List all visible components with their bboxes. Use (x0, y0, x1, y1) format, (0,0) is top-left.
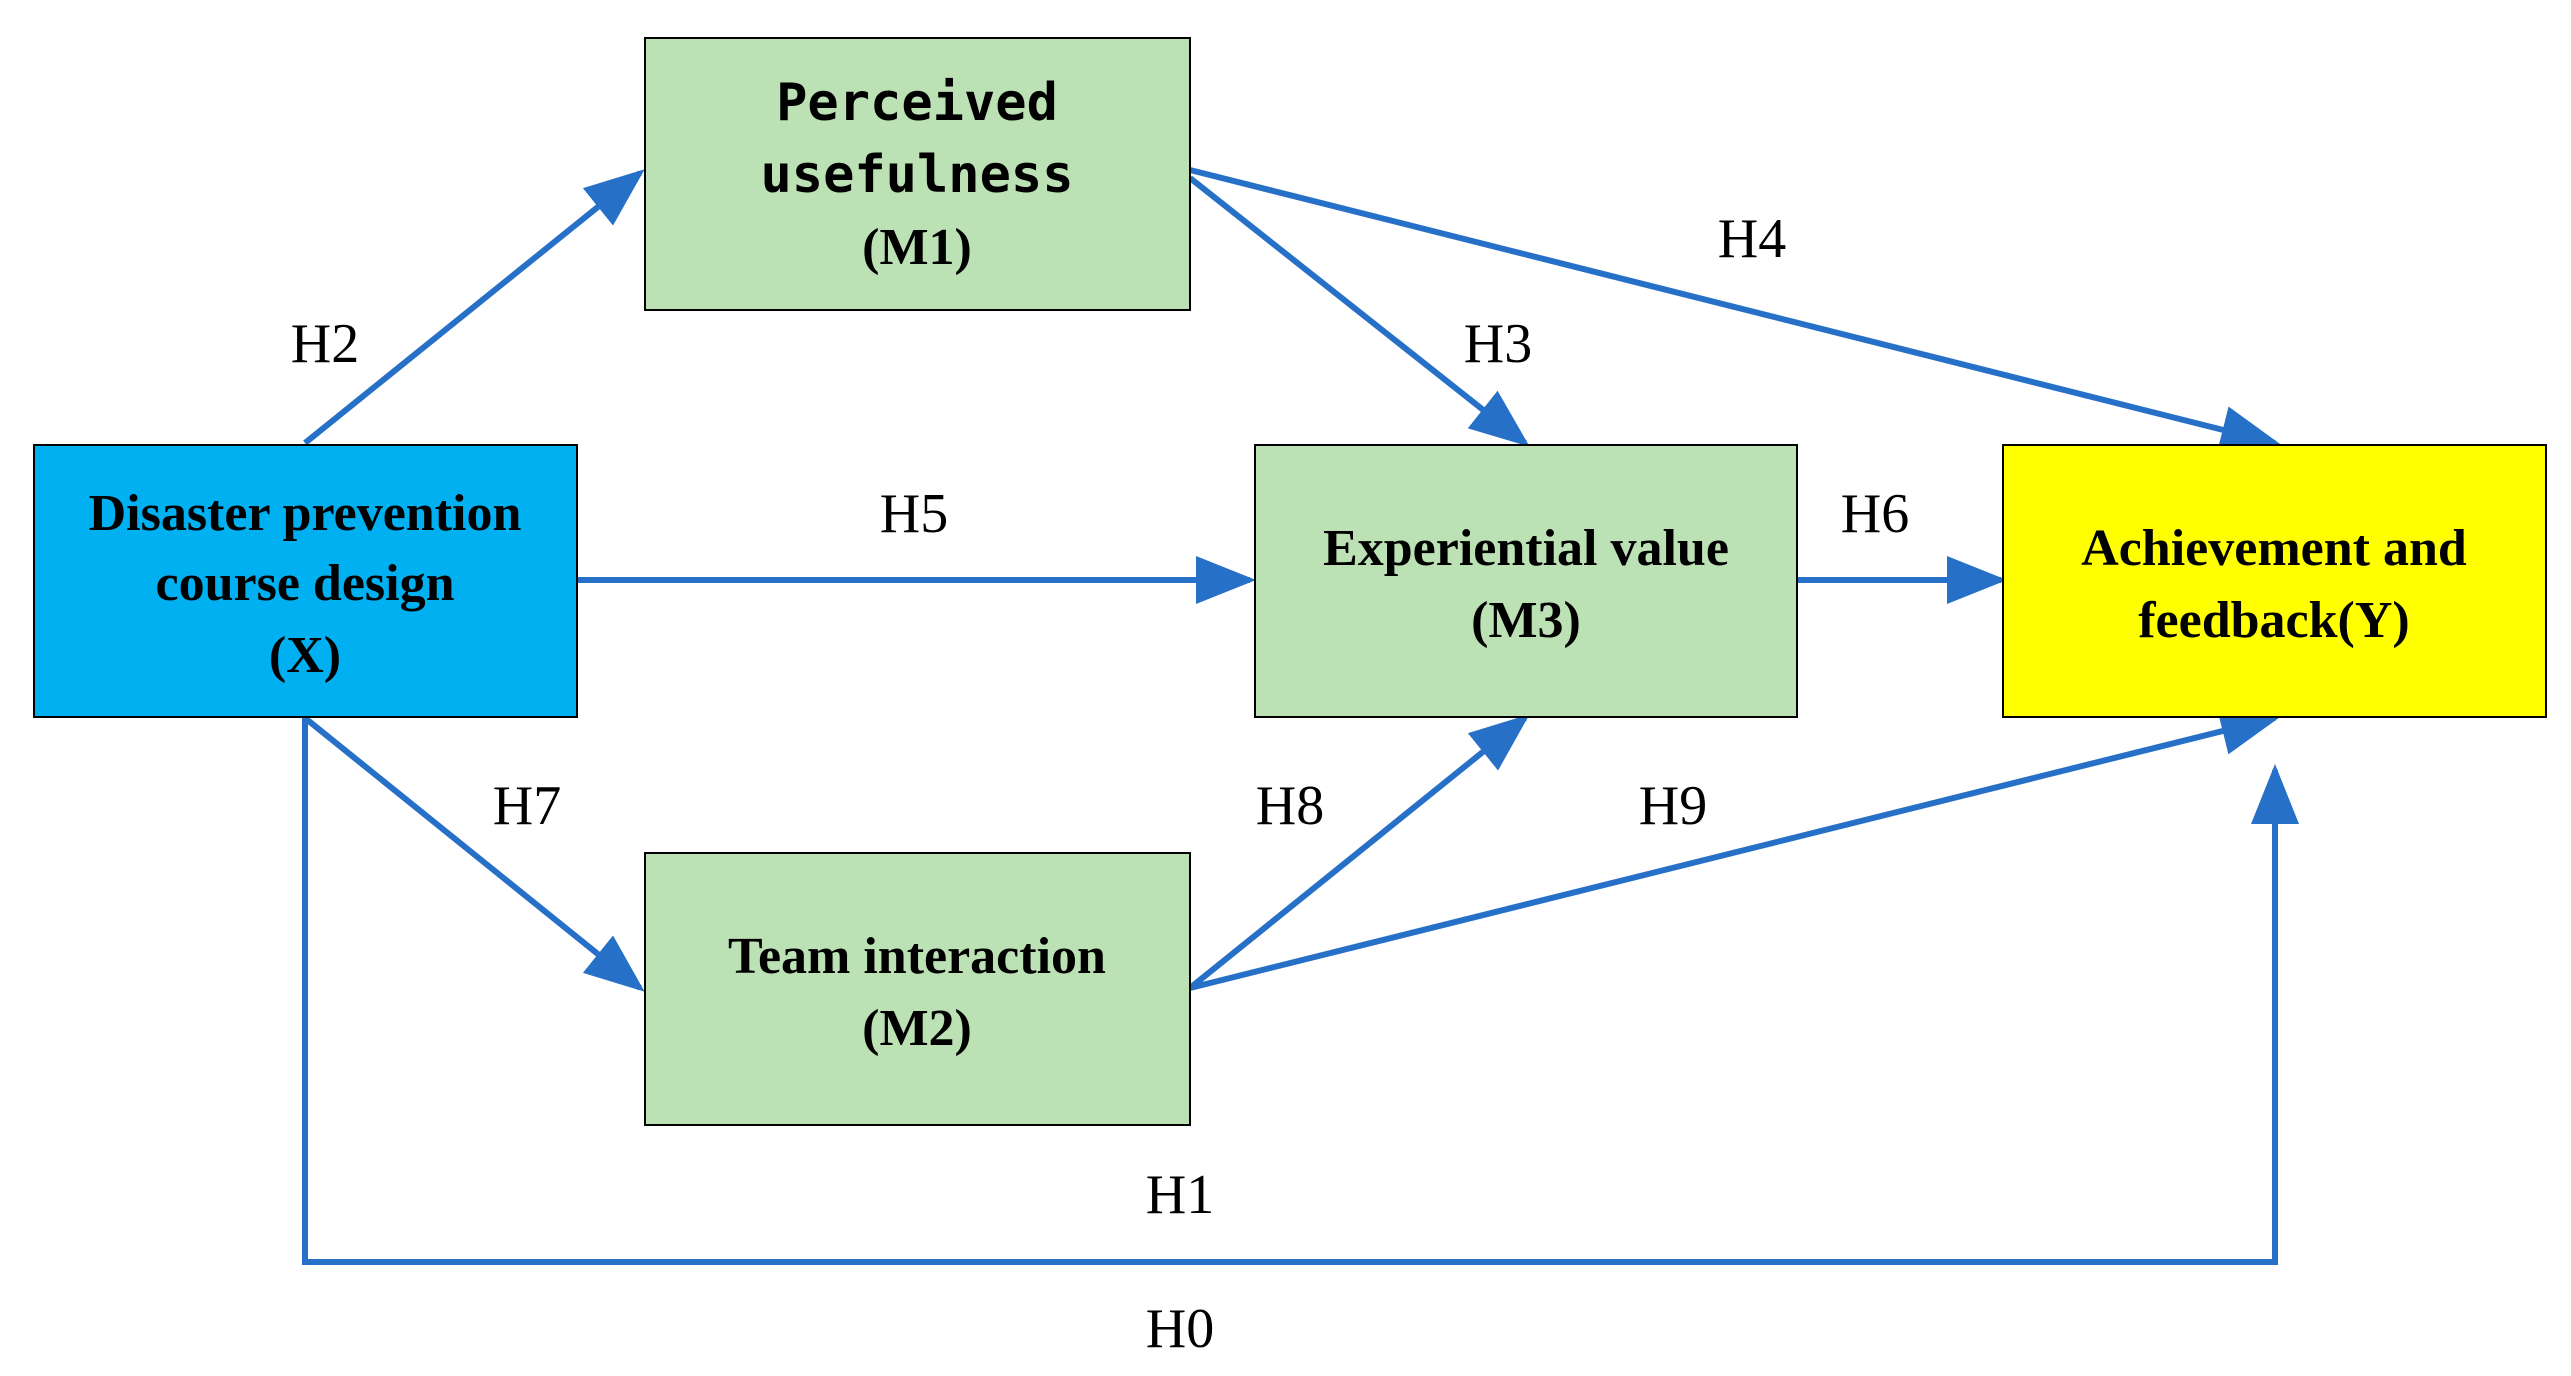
node-perceived-usefulness-line2: usefulness (760, 145, 1073, 205)
node-team-interaction: Team interaction (M2) (644, 852, 1191, 1126)
label-h7: H7 (493, 775, 561, 837)
label-h6: H6 (1841, 483, 1909, 545)
hypothesis-labels: H2 H4 H3 H5 H6 H7 H8 H9 H1 H0 (291, 208, 1909, 1360)
label-h5: H5 (880, 483, 948, 545)
node-y-line1: Achievement and (2081, 520, 2467, 577)
edges (302, 167, 2299, 1265)
node-experiential-value: Experiential value (M3) (1254, 444, 1798, 718)
node-perceived-usefulness: Perceived usefulness (M1) (644, 37, 1191, 311)
node-m3-line1: Experiential value (1323, 520, 1729, 577)
node-x-line2: course design (156, 555, 455, 612)
node-perceived-usefulness-line1: Perceived (776, 73, 1058, 133)
node-achievement-and-feedback: Achievement and feedback(Y) (2002, 444, 2547, 718)
label-h4: H4 (1718, 208, 1786, 270)
edge-h8-m2-to-m3 (1188, 714, 1530, 991)
node-y-line2: feedback(Y) (2138, 592, 2410, 649)
node-m2-line1: Team interaction (728, 928, 1106, 985)
node-m3-label: (M3) (1471, 592, 1581, 649)
node-perceived-usefulness-label: (M1) (862, 219, 972, 276)
label-h0: H0 (1146, 1298, 1214, 1360)
node-x-line1: Disaster prevention (89, 485, 522, 542)
node-m2-label: (M2) (862, 1000, 972, 1057)
label-h2: H2 (291, 313, 359, 375)
label-h3: H3 (1464, 313, 1532, 375)
edge-h4-m1-to-y (1189, 167, 2281, 454)
edge-h2-x-to-m1 (303, 169, 645, 446)
edge-h1-h0-x-to-y (302, 718, 2299, 1265)
label-h8: H8 (1256, 775, 1324, 837)
edge-h7-x-to-m2 (303, 715, 645, 992)
node-x-label: (X) (269, 627, 341, 684)
edge-h9-m2-to-y (1189, 707, 2281, 991)
edge-h3-m1-to-m3 (1188, 175, 1530, 447)
node-disaster-prevention-course-design: Disaster prevention course design (X) (33, 444, 578, 718)
label-h9: H9 (1639, 775, 1707, 837)
label-h1: H1 (1146, 1164, 1214, 1226)
